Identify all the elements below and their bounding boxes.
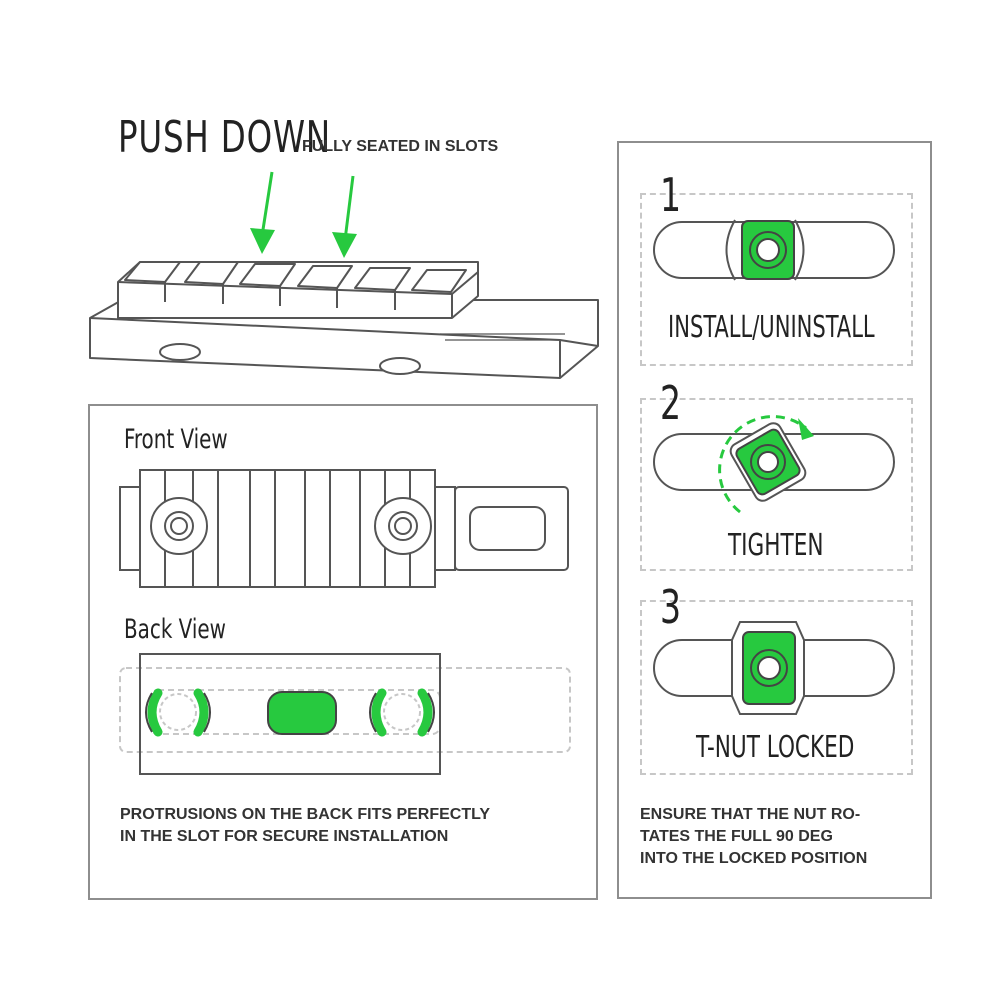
step1-number: 1 <box>660 168 682 222</box>
left-panel <box>88 404 598 900</box>
step1-label: INSTALL/UNINSTALL <box>668 310 875 345</box>
left-caption-line2: IN THE SLOT FOR SECURE INSTALLATION <box>120 828 449 845</box>
step2-box <box>640 398 913 571</box>
front-view-label: Front View <box>124 424 228 455</box>
rotate-arrow-icon <box>718 415 807 514</box>
step3-label: T-NUT LOCKED <box>696 730 855 765</box>
push-down-subtitle: FULLY SEATED IN SLOTS <box>302 138 499 155</box>
step1-box <box>640 193 913 366</box>
push-down-title: PUSH DOWN <box>118 112 331 163</box>
right-panel <box>617 141 932 899</box>
step3-box <box>640 600 913 775</box>
step2-label: TIGHTEN <box>728 528 824 563</box>
right-caption-line3: INTO THE LOCKED POSITION <box>640 850 868 867</box>
left-caption-line1: PROTRUSIONS ON THE BACK FITS PERFECTLY <box>120 806 491 823</box>
step3-number: 3 <box>660 580 682 634</box>
push-arrow-right-icon <box>332 175 357 258</box>
step2-number: 2 <box>660 376 682 430</box>
right-caption-line2: TATES THE FULL 90 DEG <box>640 828 833 845</box>
push-arrow-left-icon <box>250 171 275 254</box>
right-caption-line1: ENSURE THAT THE NUT RO- <box>640 806 861 823</box>
back-view-label: Back View <box>124 614 226 645</box>
